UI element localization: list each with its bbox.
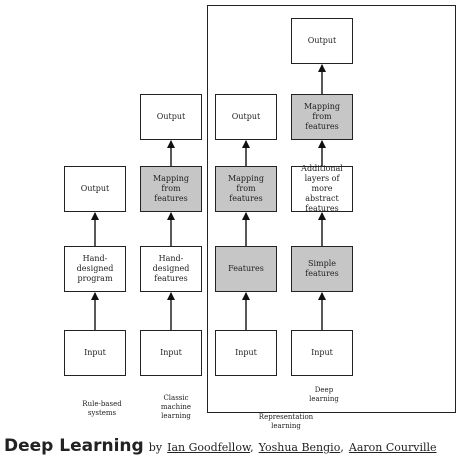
label-line: Input	[160, 348, 182, 357]
label-line: Mapping from	[227, 174, 265, 193]
label-line: abstract	[305, 194, 339, 203]
label-line: Output	[156, 112, 186, 121]
label-line: Input	[311, 348, 333, 357]
label-line: Output	[231, 112, 261, 121]
label-line: program	[77, 274, 113, 283]
author-link-courville[interactable]: Aaron Courville	[348, 441, 437, 454]
rule-input-box: Input	[64, 330, 126, 376]
label-line: features	[305, 269, 339, 278]
label-line: Hand-	[158, 254, 184, 263]
label-line: Mapping from	[152, 174, 190, 193]
repr-output-box: Output	[215, 94, 277, 140]
label-line: machine	[160, 403, 192, 412]
repr-input-box: Input	[215, 330, 277, 376]
label-line: Hand-	[82, 254, 108, 263]
label-line: Deep	[314, 386, 334, 394]
classic-output-box: Output	[140, 94, 202, 140]
label-line: features	[229, 194, 263, 203]
representation-learning-group	[207, 5, 456, 413]
label-line: Output	[80, 184, 110, 193]
deep-input-box: Input	[291, 330, 353, 376]
author-link-goodfellow[interactable]: Ian Goodfellow	[167, 441, 251, 454]
label-line: features	[305, 122, 339, 131]
label-line: Simple	[307, 259, 337, 268]
rule-output-box: Output	[64, 166, 126, 212]
label-line: Output	[307, 36, 337, 45]
label-line: Input	[84, 348, 106, 357]
label-line: Additional	[301, 164, 343, 173]
label-line: designed	[152, 264, 190, 273]
author-link-bengio[interactable]: Yoshua Bengio	[258, 441, 341, 454]
by-text: by	[148, 441, 163, 454]
label-line: Input	[235, 348, 257, 357]
label-line: Features	[228, 264, 264, 273]
repr-features-box: Features	[215, 246, 277, 292]
label-line: features	[305, 204, 339, 213]
label-line: Classic	[163, 394, 189, 402]
book-credit: Deep Learning by Ian Goodfellow, Yoshua …	[4, 436, 437, 456]
deep-output-box: Output	[291, 18, 353, 64]
label-line: learning	[271, 422, 301, 431]
label-line: layers of more	[304, 174, 340, 193]
label-line: features	[154, 274, 188, 283]
label-line: learning	[309, 395, 339, 404]
label-line: Representation	[258, 413, 314, 421]
book-title: Deep Learning	[4, 436, 144, 456]
classic-input-box: Input	[140, 330, 202, 376]
label-line: learning	[161, 412, 191, 421]
label-line: Rule-based	[82, 400, 122, 408]
label-line: designed	[76, 264, 114, 273]
label-line: systems	[87, 409, 117, 418]
label-line: features	[154, 194, 188, 203]
label-line: Mapping from	[303, 102, 341, 121]
